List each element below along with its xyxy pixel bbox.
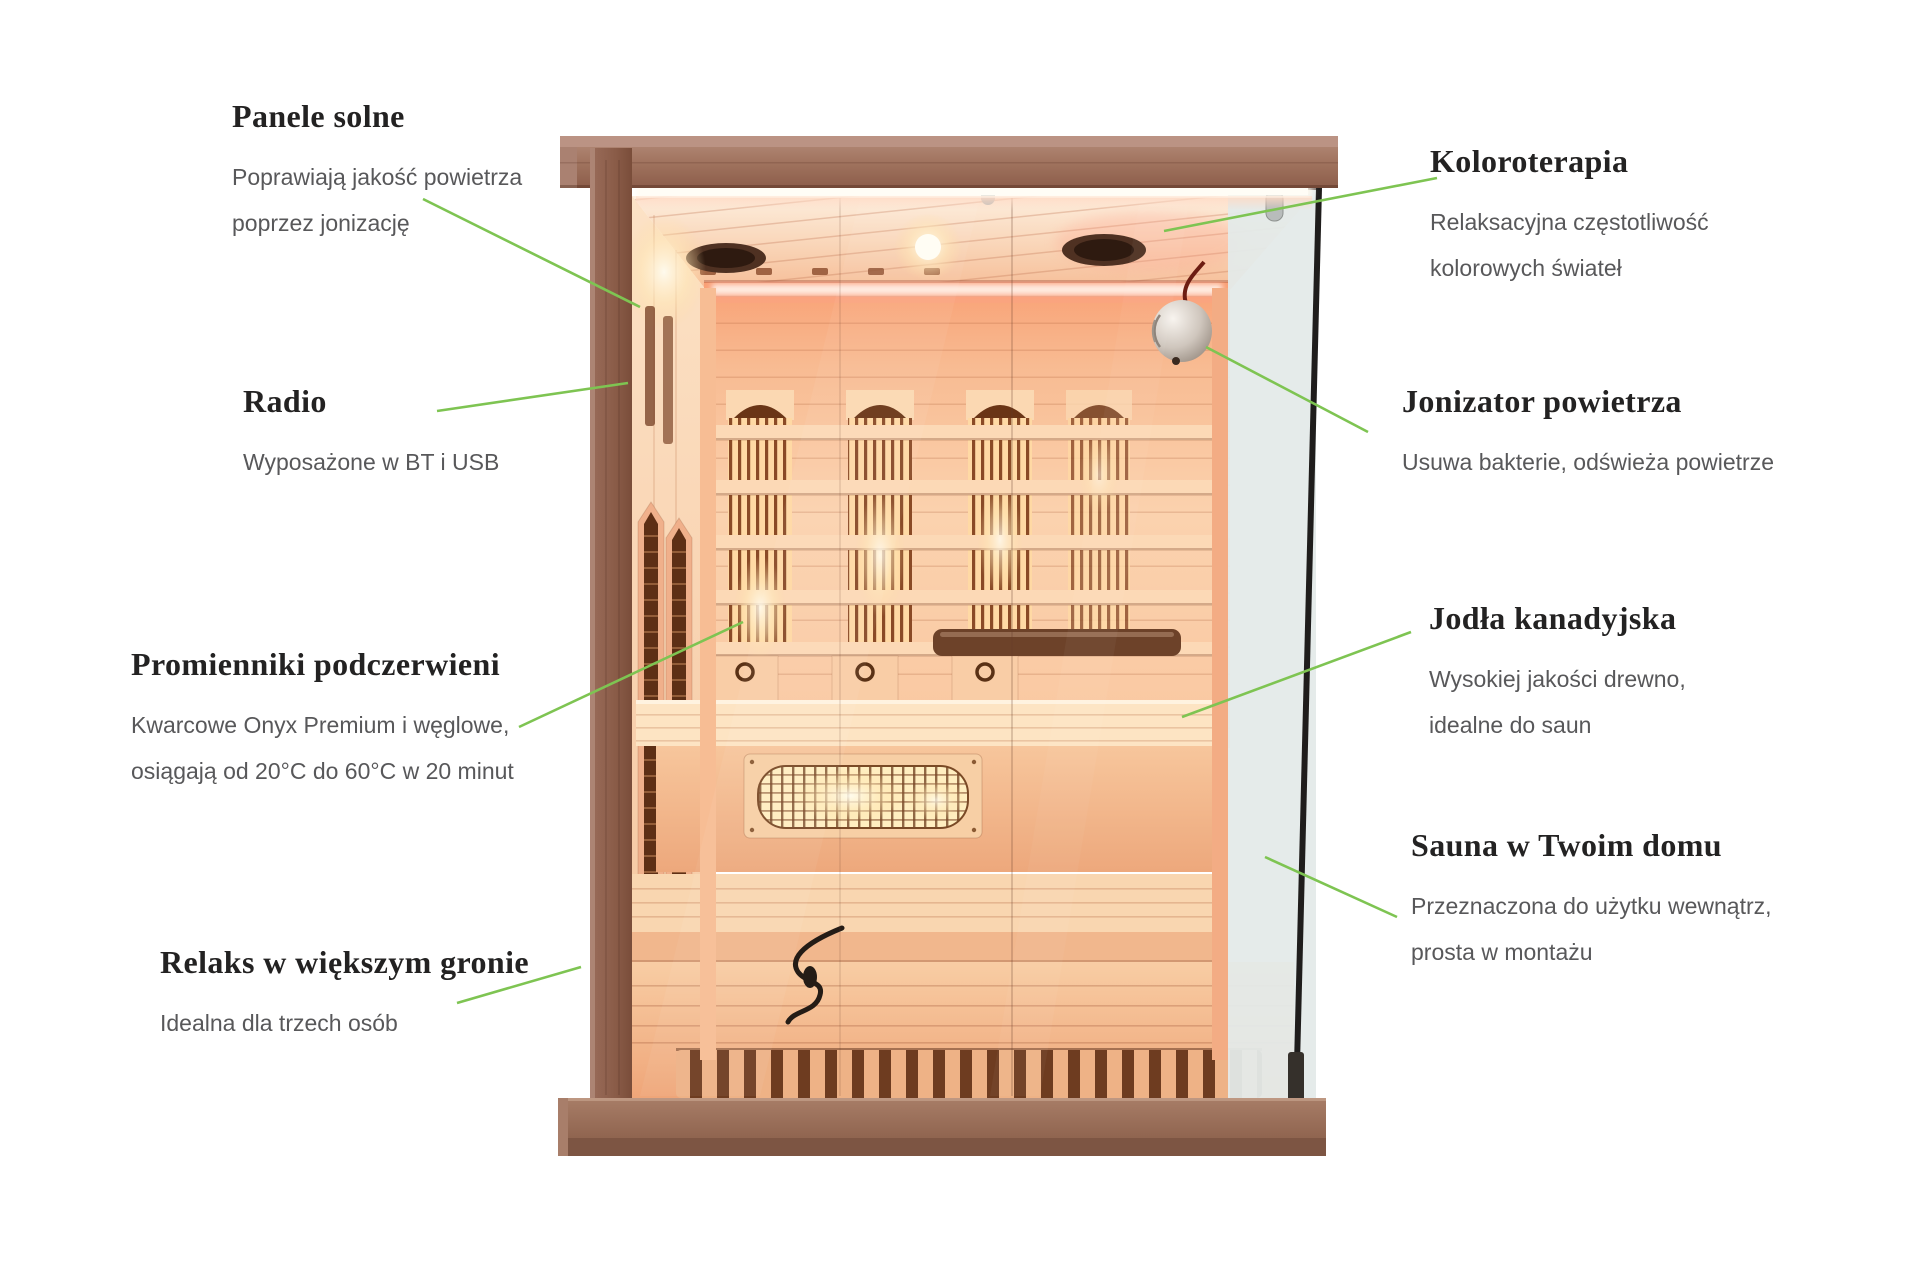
feature-jodla: Jodła kanadyjska Wysokiej jakości drewno… (1429, 600, 1686, 748)
main-bench (636, 700, 1228, 872)
connector-panele-solne (422, 197, 641, 309)
heater-glow-4 (1079, 437, 1119, 513)
glass-edge (1293, 188, 1322, 1104)
feature-title: Jodła kanadyjska (1429, 600, 1677, 636)
feature-line: Poprawiają jakość powietrza (232, 164, 523, 190)
feature-title: Relaks w większym gronie (160, 944, 529, 980)
heater-glow-1 (734, 556, 786, 660)
bench-headrest (933, 629, 1181, 656)
infrared-heater-columns (706, 390, 1228, 703)
feature-line: Wysokiej jakości drewno, (1429, 666, 1686, 692)
connector-promienniki (518, 620, 744, 729)
feature-line: Kwarcowe Onyx Premium i węglowe, (131, 712, 510, 738)
feature-relaks: Relaks w większym gronie Idealna dla trz… (160, 944, 529, 1046)
feature-jonizator: Jonizator powietrza Usuwa bakterie, odśw… (1402, 383, 1774, 485)
feature-title: Panele solne (232, 98, 405, 134)
feature-line: Relaksacyjna częstotliwość (1430, 209, 1709, 235)
feature-line: osiągają od 20°C do 60°C w 20 minut (131, 758, 514, 784)
connector-koloroterapia (1163, 176, 1438, 233)
ceiling-speaker-left-icon (686, 243, 766, 273)
connector-jonizator (1205, 345, 1369, 434)
feature-line: idealne do saun (1429, 712, 1592, 738)
feature-title: Promienniki podczerwieni (131, 646, 500, 682)
feature-line: Przeznaczona do użytku wewnątrz, (1411, 893, 1772, 919)
glass-foot (1288, 1052, 1304, 1102)
connector-jodla (1181, 630, 1412, 719)
power-cable (785, 925, 845, 1025)
connector-sauna-domu (1264, 855, 1398, 919)
feature-line: Idealna dla trzech osób (160, 1010, 398, 1036)
floor (630, 925, 1294, 1100)
salt-panel-glow (622, 214, 706, 330)
feature-promienniki: Promienniki podczerwieni Kwarcowe Onyx P… (131, 646, 514, 794)
heater-glow-2 (855, 493, 905, 617)
control-knobs (711, 655, 1019, 703)
back-left-corner-trim (700, 288, 716, 1060)
heater-glow-3 (977, 488, 1023, 592)
feature-line: poprzez jonizację (232, 210, 410, 236)
feature-line: prosta w montażu (1411, 939, 1593, 965)
connector-lines (422, 176, 1438, 1005)
feature-line: Usuwa bakterie, odświeża powietrze (1402, 449, 1775, 475)
feature-line: kolorowych świateł (1430, 255, 1622, 281)
feature-line: Wyposażone w BT i USB (243, 449, 500, 475)
feature-title: Jonizator powietrza (1402, 383, 1682, 419)
floor-grate (676, 1050, 1262, 1098)
feature-title: Radio (243, 383, 327, 419)
front-glass (640, 198, 1190, 1096)
led-strip-top (636, 187, 1312, 210)
feature-sauna-domu: Sauna w Twoim domu Przeznaczona do użytk… (1411, 827, 1772, 975)
feature-koloroterapia: Koloroterapia Relaksacyjna częstotliwość… (1430, 143, 1709, 291)
led-strip-backwall (712, 284, 1222, 295)
air-ionizer-device (1151, 260, 1212, 365)
under-bench-heater (743, 753, 983, 839)
connector-relaks (456, 965, 582, 1005)
feature-title: Sauna w Twoim domu (1411, 827, 1722, 863)
feature-title: Koloroterapia (1430, 143, 1629, 179)
connector-radio (436, 381, 629, 413)
feature-panele-solne: Panele solne Poprawiają jakość powietrza… (232, 98, 522, 246)
sauna-ceiling (632, 196, 1312, 290)
back-right-corner-trim (1212, 288, 1228, 1060)
base-plinth (558, 1098, 1326, 1156)
feature-radio: Radio Wyposażone w BT i USB (243, 383, 499, 485)
front-left-pillar (590, 148, 632, 1100)
ceiling-speaker-right-icon (1062, 234, 1146, 266)
top-cap-beam (560, 136, 1338, 188)
right-glass-panel (981, 179, 1322, 1104)
ceiling-downlight (894, 213, 962, 281)
